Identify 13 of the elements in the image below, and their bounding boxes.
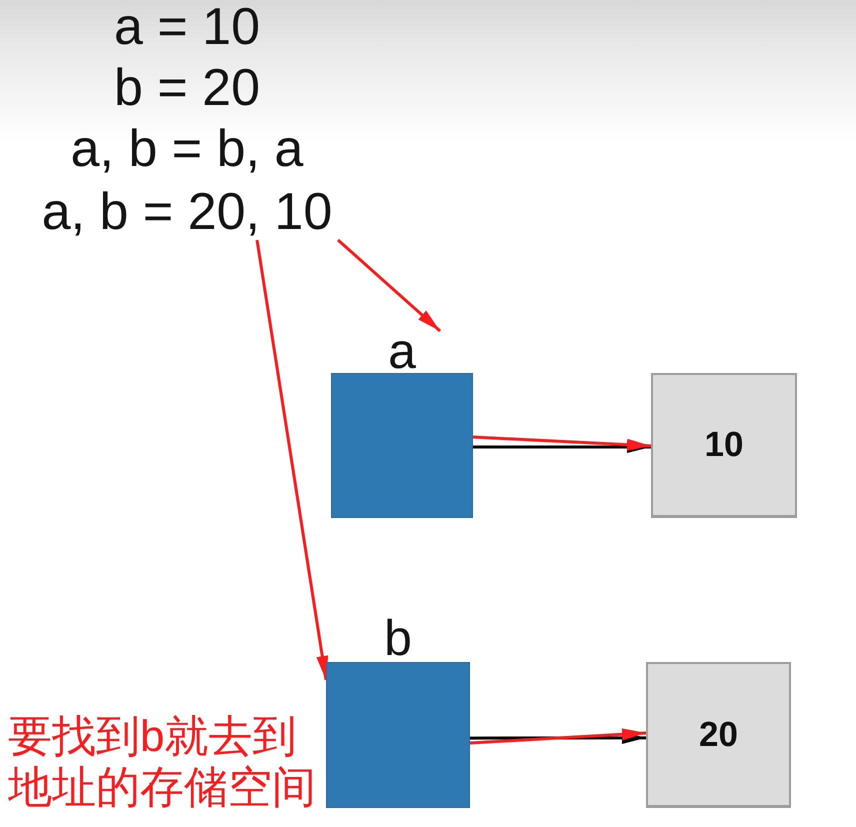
- variable-name: b: [384, 618, 412, 658]
- code-line: b = 20: [114, 62, 260, 114]
- arrow: [256, 240, 328, 680]
- value-box: 20: [646, 662, 791, 808]
- code-line: a, b = b, a: [70, 123, 304, 175]
- arrow: [337, 238, 442, 332]
- variable-name: a: [388, 331, 416, 371]
- arrow: [470, 728, 646, 745]
- annotation-text: 要找到b就去到地址的存储空间: [8, 712, 317, 814]
- value-box: 10: [651, 373, 797, 518]
- code-line: a = 10: [114, 1, 260, 53]
- arrow: [472, 436, 652, 451]
- code-line: a, b = 20, 10: [42, 186, 332, 238]
